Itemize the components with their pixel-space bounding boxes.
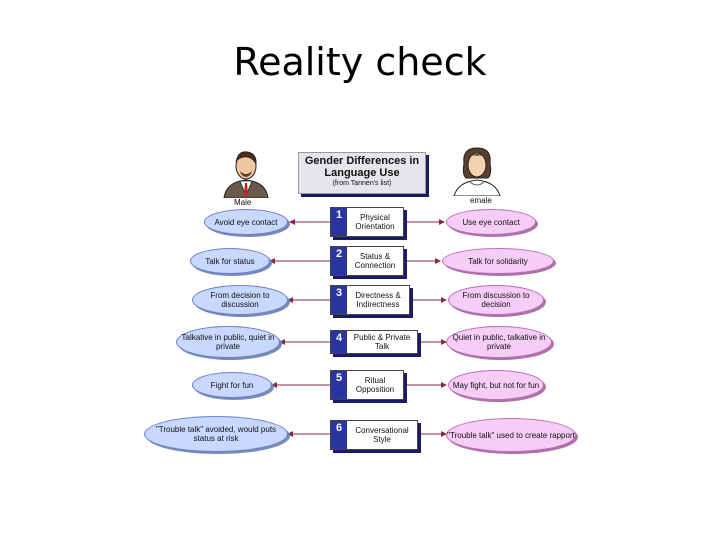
- topic-label-1: Physical Orientation: [347, 208, 403, 236]
- female-oval-1: Use eye contact: [446, 209, 536, 235]
- female-oval-3: From discussion to decision: [448, 285, 544, 315]
- male-oval-1: Avoid eye contact: [204, 209, 288, 235]
- female-oval-5: May fight, but not for fun: [448, 370, 544, 400]
- male-oval-5: Fight for fun: [192, 372, 272, 398]
- male-oval-2: Talk for status: [190, 248, 270, 274]
- topic-box-5: 5 Ritual Opposition: [330, 370, 404, 400]
- male-oval-4: Talkative in public, quiet in private: [176, 326, 280, 358]
- topic-number-2: 2: [331, 247, 347, 275]
- topic-label-4: Public & Private Talk: [347, 331, 417, 353]
- topic-number-4: 4: [331, 331, 347, 353]
- female-oval-2: Talk for solidarity: [442, 248, 554, 274]
- female-oval-6: "Trouble talk" used to create rapport: [446, 418, 576, 452]
- topic-box-1: 1 Physical Orientation: [330, 207, 404, 237]
- topic-box-3: 3 Directness & Indirectness: [330, 285, 410, 315]
- topic-box-4: 4 Public & Private Talk: [330, 330, 418, 354]
- topic-label-6: Conversational Style: [347, 421, 417, 449]
- topic-label-5: Ritual Opposition: [347, 371, 403, 399]
- topic-label-2: Status & Connection: [347, 247, 403, 275]
- topic-number-6: 6: [331, 421, 347, 449]
- topic-number-1: 1: [331, 208, 347, 236]
- topic-box-6: 6 Conversational Style: [330, 420, 418, 450]
- male-oval-3: From decision to discussion: [192, 285, 288, 315]
- topic-box-2: 2 Status & Connection: [330, 246, 404, 276]
- topic-label-3: Directness & Indirectness: [347, 286, 409, 314]
- topic-number-5: 5: [331, 371, 347, 399]
- male-oval-6: "Trouble talk" avoided, would puts statu…: [144, 416, 288, 452]
- topic-number-3: 3: [331, 286, 347, 314]
- female-oval-4: Quiet in public, talkative in private: [446, 326, 552, 358]
